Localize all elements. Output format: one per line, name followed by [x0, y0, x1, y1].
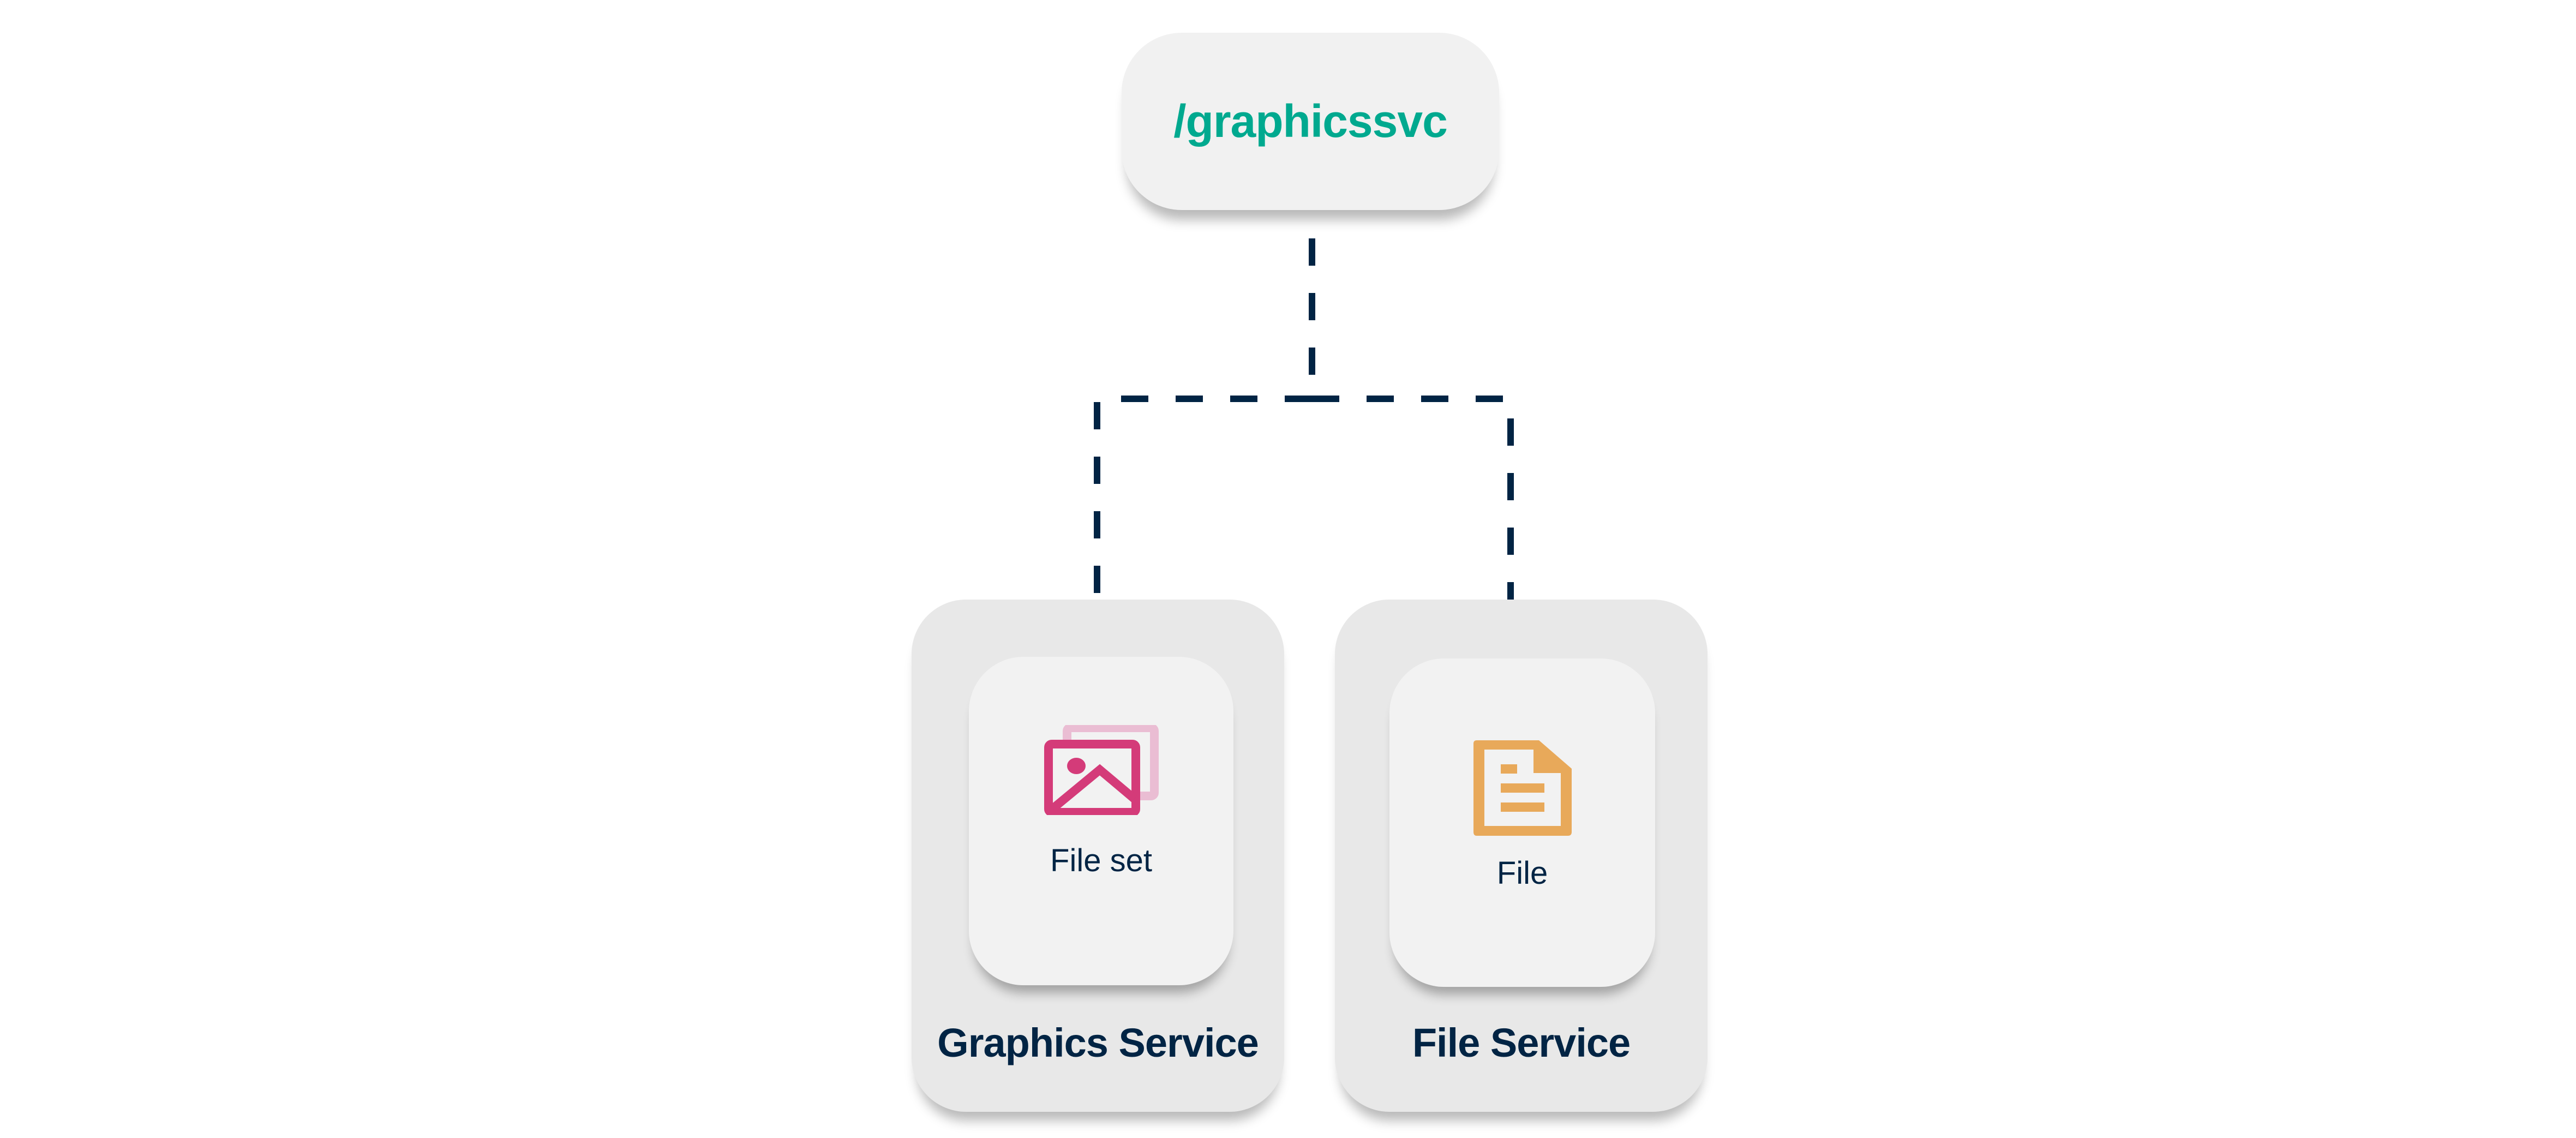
- file-label: File: [1496, 855, 1548, 891]
- connector-to-file-service: [1312, 396, 1514, 638]
- connector-to-graphics-service: [1094, 396, 1312, 638]
- file-service-container[interactable]: File File Service: [1335, 600, 1708, 1112]
- file-set-label: File set: [1050, 843, 1152, 878]
- document-icon: [1473, 740, 1572, 836]
- file-set-card[interactable]: File set: [969, 657, 1233, 985]
- graphics-service-title: Graphics Service: [937, 1020, 1259, 1065]
- graphics-service-container[interactable]: File set Graphics Service: [912, 600, 1284, 1112]
- endpoint-label: /graphicssvc: [1173, 95, 1448, 147]
- file-service-title: File Service: [1412, 1020, 1631, 1065]
- endpoint-node[interactable]: /graphicssvc: [1122, 33, 1499, 210]
- file-card[interactable]: File: [1389, 658, 1655, 987]
- image-stack-icon: [1044, 725, 1159, 815]
